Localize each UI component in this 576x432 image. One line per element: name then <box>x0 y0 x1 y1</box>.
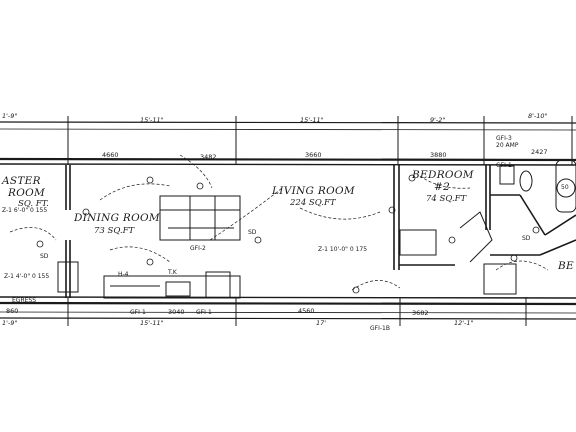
smoke-detector-label: SD <box>248 229 257 236</box>
room-name-living: LIVING ROOM <box>272 185 355 197</box>
hood-label: H-4 <box>118 271 129 278</box>
dining-hutch <box>159 195 241 241</box>
circuit-label: GFI-2 <box>190 245 206 252</box>
bath-fixtures <box>499 159 576 213</box>
bottom-dim-4: 12'-1" <box>454 319 474 327</box>
window-code: 3682 <box>412 309 429 317</box>
window-code: 3880 <box>430 151 447 159</box>
top-dim-3: 15'-11" <box>300 116 324 124</box>
window-code: 860 <box>6 307 19 315</box>
fixture-label: 50 <box>561 184 569 191</box>
top-dim-1: 1'-9" <box>2 112 18 120</box>
room-area-dining: 73 SQ.FT <box>94 226 135 236</box>
room-area-master: SQ. FT. <box>18 199 49 209</box>
egress-label: EGRESS <box>12 297 37 304</box>
smoke-detector-label: SD <box>40 253 49 260</box>
top-dim-2: 15'-11" <box>140 116 164 124</box>
room-name-bedroom2: BEDROOM <box>412 169 474 181</box>
window-code: 2427 <box>531 148 548 156</box>
outer-walls <box>0 116 576 326</box>
window-code: 4560 <box>298 307 315 315</box>
interior-walls <box>65 165 576 298</box>
window-code: 3660 <box>305 151 322 159</box>
zone-note: Z-1 6'-0" 0 155 <box>2 207 48 214</box>
circuit-label: GFI-1 <box>196 309 212 316</box>
top-dim-4: 9'-2" <box>430 116 446 124</box>
bottom-dim-1: 1'-9" <box>2 319 18 327</box>
room-name-bedroom3: BE <box>558 260 574 272</box>
room-area-living: 224 SQ.FT <box>290 198 336 208</box>
room-number-bedroom2: #2 <box>434 181 451 193</box>
window-code: 3040 <box>168 308 185 316</box>
room-name-master-1: ASTER <box>2 175 41 187</box>
circuit-label: GFI-1B <box>370 325 390 332</box>
closets <box>57 211 517 295</box>
circuit-label: GFI-3 <box>496 135 512 142</box>
window-code: 3482 <box>200 153 217 161</box>
room-name-master-2: ROOM <box>8 187 46 199</box>
zone-note: Z-1 4'-0" 0 155 <box>4 273 50 280</box>
circuit-label: GFI-1 <box>130 309 146 316</box>
circuit-label: GFI-1 <box>496 162 512 169</box>
kitchen-counter <box>103 271 241 299</box>
top-dim-5: 8'-10" <box>528 112 548 120</box>
bottom-dim-2: 15'-11" <box>140 319 164 327</box>
room-area-bedroom2: 74 SQ.FT <box>426 194 467 204</box>
tank-label: T.K <box>168 269 177 276</box>
smoke-detector-label: SD <box>522 235 531 242</box>
bottom-dim-3: 17' <box>316 319 327 327</box>
circuit-amp: 20 AMP <box>496 142 519 149</box>
window-code: 4660 <box>102 151 119 159</box>
room-name-dining: DINING ROOM <box>74 212 160 224</box>
outlet-symbols <box>36 174 540 294</box>
wiring-runs <box>9 154 549 291</box>
zone-note: Z-1 10'-0" 0 175 <box>318 246 368 253</box>
